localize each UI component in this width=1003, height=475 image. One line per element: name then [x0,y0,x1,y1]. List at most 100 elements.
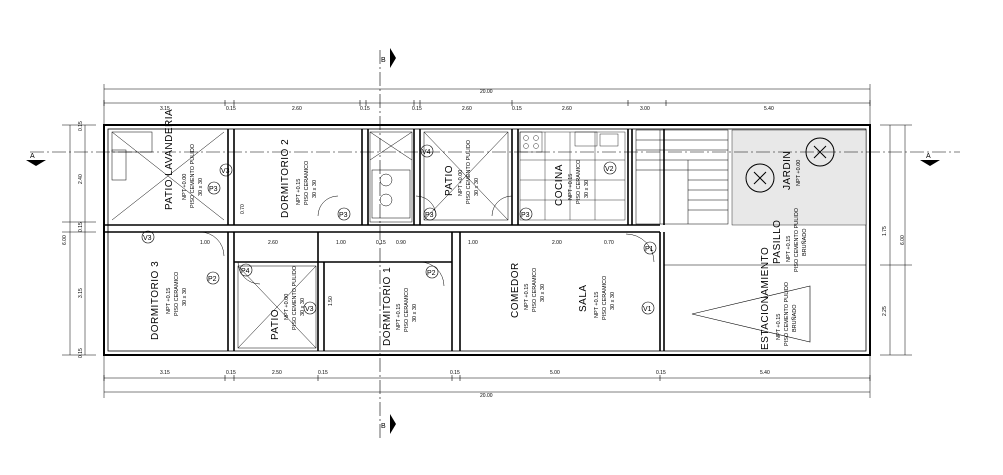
garden-area [731,129,867,226]
room-patio-top: PATIO NPT +0.00 PISO CEMENTO PULIDO 30 x… [444,139,480,204]
room-floor: PISO CERAMICO [576,159,582,204]
room-level: NPT +0.00 [182,174,188,200]
room-floor: PISO CERAMICO [532,267,538,312]
room-jardin: JARDIN NPT +0.00 [782,151,802,190]
dim-right: 1.75 [882,226,888,236]
room-floor: PISO CEMENTO PULIDO [794,207,800,272]
door-tag: P3 [339,212,348,219]
opening-tags [141,144,657,315]
room-name: COCINA [554,164,565,206]
room-dormitorio2: DORMITORIO 2 NPT +0.15 PISO CERAMICO 30 … [280,139,318,218]
dim-top: 2.60 [562,106,572,112]
room-name: PATIO [270,309,281,340]
bathroom-fixtures [369,131,413,223]
dim-top: 2.60 [292,106,302,112]
room-level: NPT +0.00 [796,160,802,186]
room-patio-lavanderia: PATIO LAVANDERIA NPT +0.00 PISO CEMENTO … [164,109,204,210]
room-size: BRUÑADO [801,228,808,256]
room-level: NPT +0.00 [458,170,464,196]
room-size: 30 x 30 [584,180,590,198]
room-level: NPT +0.00 [284,294,290,320]
section-marker-a-left: A [26,153,46,166]
room-level: NPT +0.15 [594,292,600,318]
dim-inner: 2.60 [268,240,278,246]
room-size: 30 x 30 [540,284,546,302]
room-dormitorio3: DORMITORIO 3 NPT +0.15 PISO CERAMICO 30 … [150,261,188,340]
dim-inner: 0.70 [604,240,614,246]
room-floor: PISO CERAMICO [404,287,410,332]
door-tag: P4 [241,268,250,275]
interior-walls [104,129,866,351]
section-marker-b-top: B [381,48,396,68]
window-tag: V1 [643,306,652,313]
dim-top: 0.15 [360,106,370,112]
dim-top: 0.15 [226,106,236,112]
room-size: 30 x 30 [312,180,318,198]
room-name: JARDIN [782,151,793,190]
exterior-walls [103,124,871,356]
room-dormitorio1: DORMITORIO 1 NPT +0.15 PISO CERAMICO 30 … [382,267,418,346]
dim-inner: 1.00 [200,240,210,246]
dim-top: 0.15 [412,106,422,112]
dim-bottom: 0.15 [226,370,236,376]
room-estacionamiento: ESTACIONAMIENTO NPT +0.15 PISO CEMENTO P… [760,247,798,350]
dim-left-total: 6.00 [62,235,68,245]
dimension-ticks [103,100,871,381]
dim-inner: 1.00 [468,240,478,246]
dim-bottom: 2.50 [272,370,282,376]
dim-bottom: 0.15 [450,370,460,376]
room-floor: PISO CERAMICO [304,160,310,205]
dim-bottom: 0.15 [656,370,666,376]
room-size: 30 x 30 [610,292,616,310]
room-level: NPT +0.15 [776,314,782,340]
door-tag: P3 [521,212,530,219]
dim-top: 2.60 [462,106,472,112]
window-tag: V2 [605,166,614,173]
room-name: ESTACIONAMIENTO [760,247,771,350]
dim-top: 3.15 [160,106,170,112]
room-size: 30 x 30 [412,304,418,322]
room-name: SALA [578,284,589,312]
dim-inner: 0.70 [240,204,246,214]
kitchen-fixtures [519,131,626,221]
room-sala: SALA NPT +0.15 PISO CERAMICO 30 x 30 [578,275,616,320]
room-size: 30 x 30 [474,178,480,196]
overall-width-bottom: 20.00 [480,393,493,399]
dim-bottom: 0.15 [318,370,328,376]
room-floor: PISO CERAMICO [602,275,608,320]
door-tag: P2 [427,270,436,277]
room-level: NPT +0.15 [524,284,530,310]
dim-top: 3.00 [640,106,650,112]
room-size: BRUÑADO [791,304,798,332]
room-level: NPT +0.15 [166,288,172,314]
overall-width-top: 20.00 [480,89,493,95]
dim-inner: 0.15 [376,240,386,246]
dim-left: 2.40 [78,174,84,184]
room-floor: PISO CEMENTO PULIDO [784,281,790,346]
patio-top-hatch [423,131,509,221]
room-cocina: COCINA NPT +0.15 PISO CERAMICO 30 x 30 [554,159,590,206]
dim-left: 0.15 [78,348,84,358]
dim-inner: 0.90 [396,240,406,246]
room-name: PATIO [444,165,455,196]
room-floor: PISO CERAMICO [174,271,180,316]
door-tag: P2 [208,276,217,283]
dim-left: 0.15 [78,121,84,131]
room-name: DORMITORIO 1 [382,267,393,346]
dim-top: 0.15 [512,106,522,112]
window-tag: V3 [305,306,314,313]
room-name: PATIO LAVANDERIA [164,109,175,210]
dim-bottom: 5.40 [760,370,770,376]
room-floor: PISO CEMENTO PULIDO [466,139,472,204]
room-pasillo: PASILLO NPT +0.15 PISO CEMENTO PULIDO BR… [772,207,808,272]
stairs [635,129,729,225]
room-floor: PISO CEMENTO PULIDO [292,265,298,330]
dim-bottom: 3.15 [160,370,170,376]
room-patio-bottom: PATIO NPT +0.00 PISO CEMENTO PULIDO 30 x… [270,265,306,340]
room-level: NPT +0.15 [786,236,792,262]
section-lines [30,50,960,440]
room-size: 30 x 30 [182,288,188,306]
window-tag: V3 [221,168,230,175]
room-name: PASILLO [772,220,783,264]
section-a-label: A [926,153,931,160]
